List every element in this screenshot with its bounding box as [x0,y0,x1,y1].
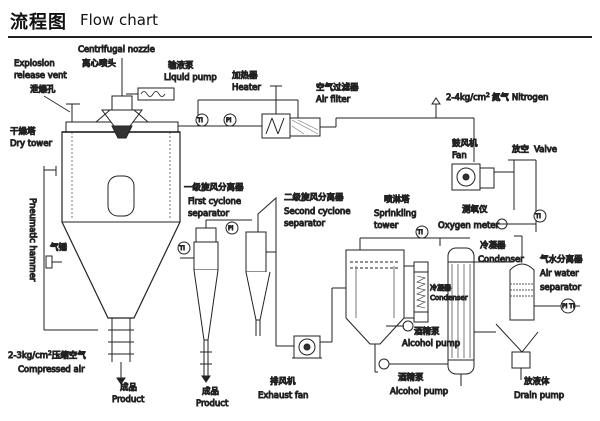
exhaust-fan-label-zh: 排风机 [270,376,296,387]
drain-label-en: Drain pump [514,391,564,401]
air-water-label-en1: Air water [540,269,579,279]
air-water-separator [495,235,539,380]
explosion-vent [43,95,80,122]
air-filter-label-en: Air filter [316,95,351,105]
exhaust-fan-label-en: Exhaust fan [258,391,308,401]
small-condenser [404,261,429,323]
alcohol-pump-1 [386,320,414,332]
fan-label-en: Fan [452,151,467,161]
first-cyclone [180,219,244,383]
valve-label-en: Valve [534,145,557,155]
oxygen-meter-label-zh: 测氧仪 [462,204,488,215]
instrument-pi-heater: PI [223,113,237,127]
condenser [447,247,512,386]
air-hammer-label-zh: 气锤 [50,242,68,253]
pneumatic-line [43,166,98,331]
oxygen-meter-label-en: Oxygen meter [438,221,500,231]
drain-label-zh: 放液体 [524,376,550,387]
fan-label-zh: 鼓风机 [452,138,478,149]
compressed-air-label-zh: 2-3kg/cm2压缩空气 [8,350,86,361]
ti-label: TI [417,229,424,236]
compressed-air-label-en: Compressed air [18,365,85,375]
title-english: Flow chart [80,11,159,29]
product2-label-zh: 成品 [202,386,219,397]
sprinkling-tower-label-en1: Sprinkling [374,209,416,219]
alcohol-pump2-label-zh: 酒精泵 [398,372,424,383]
heater-label-zh: 加热器 [232,70,258,81]
heater-label-en: Heater [232,83,261,93]
ti-label: TI [535,213,542,220]
exhaust-fan [292,287,346,359]
instrument-ti-cyclone: TI [177,241,191,255]
ti-label: TI [179,245,186,252]
liquid-pump [126,87,175,101]
alcohol-pump1-label-zh: 酒精泵 [414,326,440,337]
product2-label-en: Product [196,399,229,409]
second-cyclone-label-en2: separator [284,219,325,229]
heater-and-filter [178,85,336,139]
centrifugal-nozzle [95,58,149,139]
instrument-pi-ti-separator: PI TI [534,298,580,314]
dry-tower-label-en: Dry tower [10,139,52,149]
nitrogen-line [335,97,475,162]
second-cyclone [244,196,300,347]
instrument-ti-heater: TI [195,113,209,127]
second-cyclone-label-en1: Second cyclone [284,207,351,217]
header: 流程图 Flow chart [8,6,592,38]
oxygen-meter: TI [495,209,547,230]
explosion-vent-label-zh: 泄爆孔 [30,84,56,95]
first-cyclone-label-zh: 一级旋风分离器 [184,182,244,193]
small-condenser-label-en: Condenser [430,294,468,302]
instrument-pi-cyclone: PI [225,221,239,235]
liquid-pump-label-en: Liquid pump [164,73,217,83]
title-chinese: 流程图 [10,12,67,33]
first-cyclone-label-en1: First cyclone [188,197,241,207]
blower-fan [451,159,520,210]
sprinkling-tower-label-en2: tower [374,221,399,231]
condenser-label-en: Condenser [478,255,524,265]
vent-valve [514,159,537,232]
air-water-label-en2: separator [540,283,581,293]
sprinkling-instrument: TI [415,225,441,246]
condenser-label-zh: 冷凝器 [480,240,506,251]
air-filter-label-zh: 空气过滤器 [316,82,359,93]
air-water-label-zh: 气水分离器 [540,254,583,265]
ti-label: TI [197,117,204,124]
valve-label-zh: 放空 [512,144,529,155]
alcohol-pump1-label-en: Alcohol pump [402,339,460,349]
pi-label: PI [228,225,234,232]
first-cyclone-label-en2: separator [188,209,229,219]
pi-ti-label: PI TI [562,303,575,310]
nozzle-label-en: Centrifugal nozzle [78,45,155,55]
explosion-vent-label-en2: release vent [14,71,67,81]
alcohol-pump-2 [375,358,450,373]
product1-label-zh: 成品 [120,382,137,393]
pneumatic-hammer-label: Pneumatic hammer [27,198,37,282]
nozzle-label-zh: 离心喷头 [82,58,117,69]
sprinkling-tower [345,237,470,372]
small-condenser-label-zh: 冷凝器 [430,283,451,292]
sprinkling-tower-label-zh: 喷淋塔 [384,194,410,205]
product1-label-en: Product [112,395,145,405]
second-cyclone-label-zh: 二级旋风分离器 [284,192,344,203]
dry-tower-label-zh: 干燥塔 [10,126,36,137]
alcohol-pump2-label-en: Alcohol pump [390,387,448,397]
header-divider [8,36,592,38]
pi-label: PI [226,117,232,124]
dry-tower [61,121,181,385]
explosion-vent-label-en1: Explosion [14,59,55,69]
liquid-pump-label-zh: 输液泵 [168,60,194,71]
